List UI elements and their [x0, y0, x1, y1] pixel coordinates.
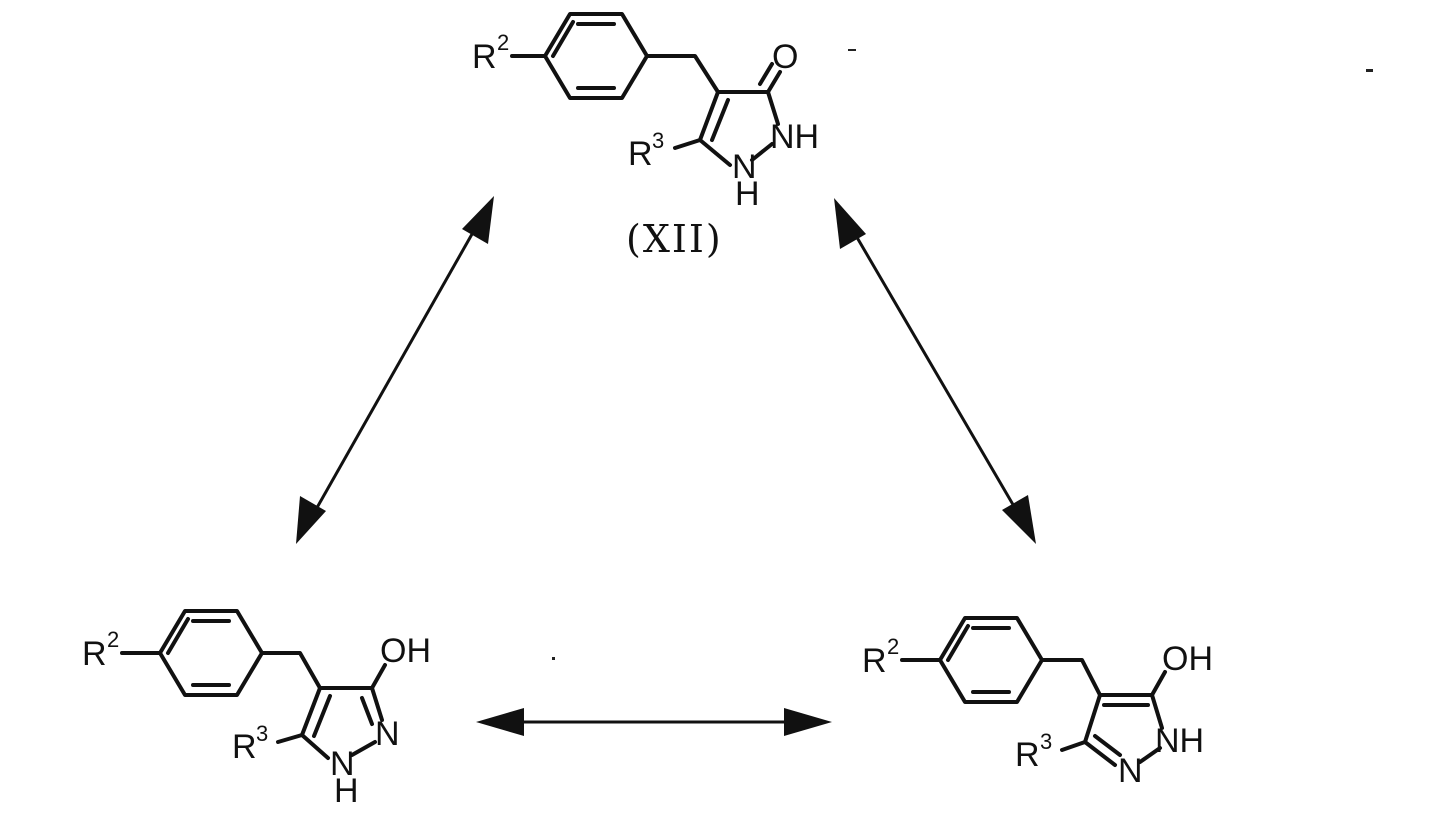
structure-keto-form: R 2 O NH N H R 3 (XII) [472, 14, 819, 261]
r2-superscript: 2 [107, 627, 119, 652]
ring-n-label: N [375, 715, 400, 753]
benzene-ring [940, 618, 1042, 702]
r3-label: R [232, 728, 257, 766]
arrow-head-right [784, 708, 832, 736]
r2-label: R [862, 642, 887, 680]
r3-bond [1062, 742, 1085, 750]
ring-bond [700, 140, 730, 165]
r2-label: R [472, 38, 497, 76]
ring-bond [1085, 695, 1100, 742]
arrow-head-left [476, 708, 524, 736]
hydroxyl-label: OH [1162, 640, 1213, 678]
ring-h-label: H [334, 772, 359, 810]
arrow-head-up [462, 196, 494, 244]
r3-superscript: 3 [256, 721, 268, 746]
structure-enol-form-1h: R 2 OH N N H R 3 [82, 611, 431, 810]
ring-nh-label: NH [1155, 722, 1204, 760]
scan-speck [1366, 69, 1373, 72]
r3-bond [278, 735, 302, 742]
scan-speck [552, 657, 555, 660]
scan-speck [848, 49, 856, 51]
ring-nh-label: NH [770, 118, 819, 156]
methylene-bridge [262, 653, 320, 688]
r2-label: R [82, 635, 107, 673]
r2-superscript: 2 [497, 30, 509, 55]
arrow-head-down [296, 496, 326, 544]
ring-n-label: N [1118, 752, 1143, 790]
arrow-head-up [834, 198, 866, 249]
carbonyl-oxygen: O [772, 38, 798, 76]
n-n-bond [352, 742, 375, 755]
ring-bond [302, 735, 328, 758]
top-left-equilibrium-arrow [296, 196, 494, 544]
arrow-shaft [310, 220, 480, 520]
r3-label: R [1015, 736, 1040, 774]
structure-enol-form-2h: R 2 OH NH N R 3 [862, 618, 1213, 790]
r3-superscript: 3 [652, 128, 664, 153]
r3-superscript: 3 [1040, 729, 1052, 754]
benzene-ring [160, 611, 262, 695]
benzene-ring [545, 14, 647, 98]
ring-double-bond [362, 698, 372, 724]
r2-superscript: 2 [887, 634, 899, 659]
hydroxyl-label: OH [380, 632, 431, 670]
top-right-equilibrium-arrow [834, 198, 1036, 544]
r3-bond [675, 140, 700, 148]
methylene-bridge [1042, 660, 1100, 695]
r3-label: R [628, 135, 653, 173]
ring-h-label: H [735, 175, 760, 213]
methylene-bridge [647, 56, 718, 92]
carbonyl-double-bond [760, 64, 772, 84]
compound-label: (XII) [626, 217, 723, 261]
arrow-shaft [848, 222, 1022, 520]
bottom-equilibrium-arrow [476, 708, 832, 736]
arrow-head-down [1002, 495, 1036, 544]
